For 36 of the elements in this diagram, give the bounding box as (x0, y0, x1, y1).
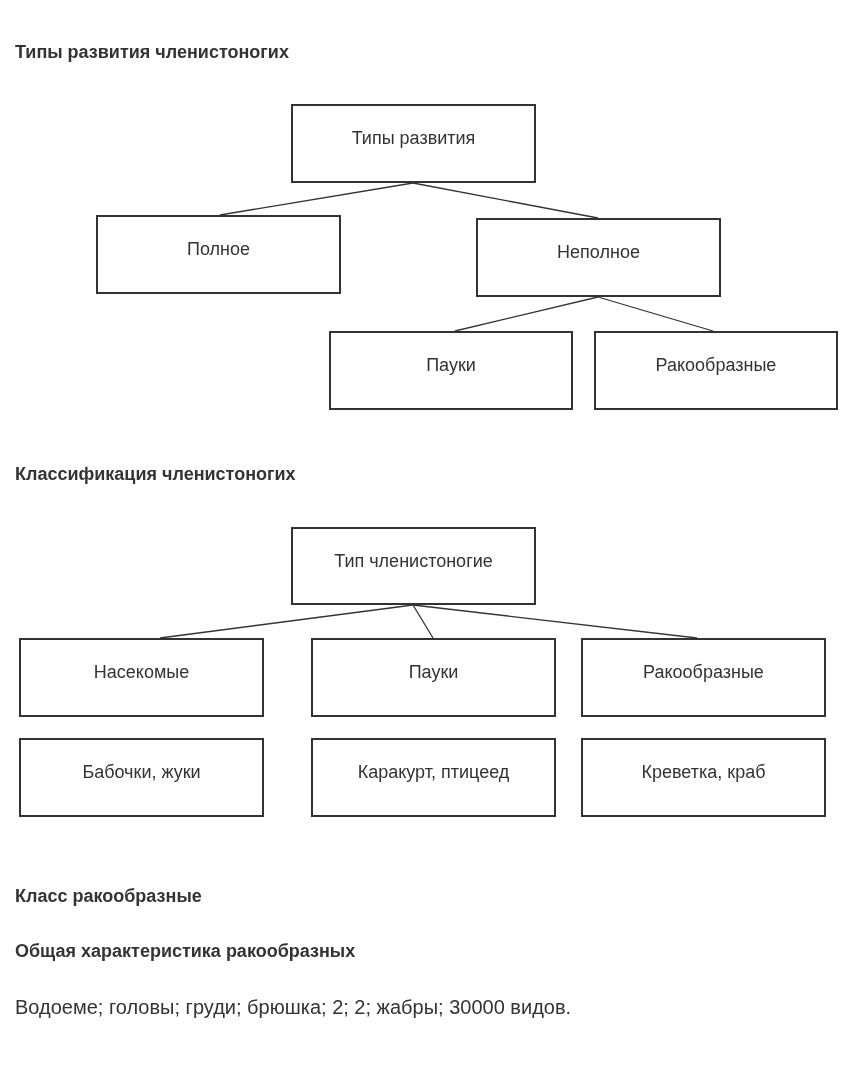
section-heading: Общая характеристика ракообразных (15, 941, 356, 962)
diagram-box (311, 738, 556, 817)
box-label: Каракурт, птицеед (357, 762, 510, 783)
diagram-box (581, 738, 826, 817)
box-label: Пауки (408, 662, 459, 683)
box-label: Насекомые (93, 662, 190, 683)
answer-text: Водоеме; головы; груди; брюшка; 2; 2; жабры; 30000 видов. (15, 996, 572, 1019)
connector-line (412, 182, 599, 219)
connector-line (412, 604, 434, 639)
box-label: Креветка, краб (641, 762, 766, 783)
diagram-box (19, 638, 264, 717)
diagram-box (594, 331, 838, 410)
diagram-box (476, 218, 721, 297)
section-heading: Классификация членистоногих (15, 464, 296, 485)
box-label: Неполное (557, 242, 640, 263)
section-heading: Типы развития членистоногих (15, 42, 289, 63)
connector-line (159, 604, 414, 639)
connector-line (219, 182, 414, 216)
diagram-box (96, 215, 341, 294)
box-label: Типы развития (351, 128, 476, 149)
box-label: Бабочки, жуки (82, 762, 201, 783)
box-label: Ракообразные (655, 355, 777, 376)
connector-line (412, 604, 698, 639)
box-label: Пауки (426, 355, 476, 376)
diagram-box (311, 638, 556, 717)
connector-line (454, 296, 599, 332)
section-heading: Класс ракообразные (15, 886, 202, 907)
diagram-box (291, 104, 536, 183)
diagram-box (291, 527, 536, 605)
diagram-box (19, 738, 264, 817)
box-label: Ракообразные (643, 662, 764, 683)
diagram-box (581, 638, 826, 717)
box-label: Полное (187, 239, 250, 260)
connector-line (597, 296, 714, 332)
diagram-box (329, 331, 573, 410)
box-label: Тип членистоногие (334, 551, 493, 572)
